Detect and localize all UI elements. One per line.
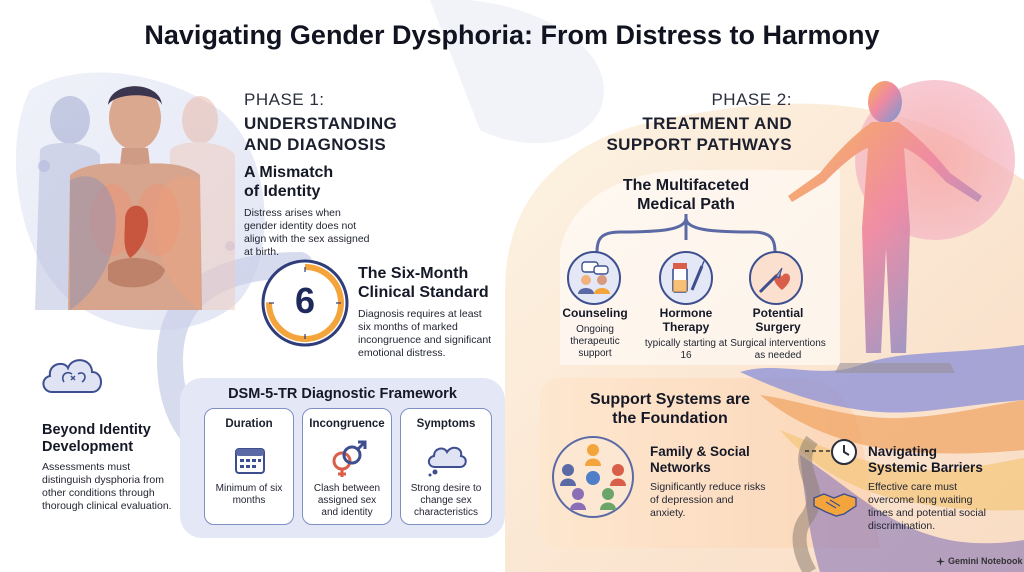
medical-item-hormone: Hormone Therapy typically starting at 16: [640, 306, 732, 362]
medical-item-surgery: Potential Surgery Surgical interventions…: [728, 306, 828, 362]
six-month-number: 6: [294, 280, 316, 321]
six-month-clock-icon: [261, 259, 349, 347]
six-month-title-line1: The Six-Month: [358, 265, 469, 282]
mismatch-title-line1: A Mismatch: [244, 164, 334, 181]
medical-item-title-line1: Potential: [752, 306, 804, 320]
phase1-title-line2: AND DIAGNOSIS: [244, 135, 387, 154]
beyond-text: Assessments must distinguish dysphoria f…: [42, 461, 172, 512]
beyond-section: Beyond Identity Development Assessments …: [42, 422, 182, 513]
framework-card-text: Strong desire to change sex characterist…: [410, 483, 482, 518]
family-title-line1: Family & Social: [650, 444, 750, 459]
phase2-title-line1: TREATMENT AND: [642, 114, 792, 133]
family-title-line2: Networks: [650, 460, 711, 475]
medical-item-counseling: Counseling Ongoing therapeutic support: [554, 306, 636, 360]
phase2-label: PHASE 2:: [711, 90, 792, 109]
phase1-title-line1: UNDERSTANDING: [244, 114, 398, 133]
handshake-icon: [813, 493, 857, 517]
barriers-title-line2: Systemic Barriers: [868, 460, 983, 475]
medical-item-text: Ongoing therapeutic support: [570, 324, 620, 359]
barriers-title-line1: Navigating: [868, 444, 938, 459]
hormone-vial-icon: [659, 251, 713, 305]
medical-item-title-line2: Surgery: [755, 320, 801, 334]
framework-card-title: Incongruence: [309, 418, 385, 430]
family-network-icon: [552, 436, 634, 518]
framework-card-text: Clash between assigned sex and identity: [313, 483, 381, 518]
mismatch-section: A Mismatch of Identity Distress arises w…: [244, 163, 374, 259]
clock-icon: [831, 439, 857, 465]
barriers-section: Navigating Systemic Barriers Effective c…: [868, 444, 998, 533]
framework-card-text: Minimum of six months: [215, 483, 283, 506]
support-title-line1: Support Systems are: [589, 391, 751, 408]
six-month-text: Diagnosis requires at least six months o…: [358, 308, 492, 359]
footer-brand: Gemini Notebook: [936, 556, 1023, 566]
medical-title-line2: Medical Path: [637, 196, 735, 213]
footer-text: Gemini Notebook: [948, 556, 1023, 566]
calendar-icon: [235, 448, 265, 474]
beyond-title-line2: Development: [42, 439, 134, 455]
brain-cloud-icon: [42, 359, 102, 393]
scalpel-heart-icon: [749, 251, 803, 305]
support-title-line2: the Foundation: [612, 410, 728, 427]
phase2-title-line2: SUPPORT PATHWAYS: [606, 135, 792, 154]
six-month-title-line2: Clinical Standard: [358, 284, 489, 301]
medical-path-title: The Multifaceted Medical Path: [596, 176, 776, 214]
beyond-title-line1: Beyond Identity: [42, 422, 151, 438]
medical-title-line1: The Multifaceted: [622, 177, 750, 194]
family-section: Family & Social Networks Significantly r…: [650, 444, 780, 520]
sparkle-icon: [936, 556, 945, 566]
barriers-text: Effective care must overcome long waitin…: [868, 481, 986, 532]
framework-card-duration: Duration Minimum of six months: [204, 408, 294, 525]
phase1-header: PHASE 1: UNDERSTANDING AND DIAGNOSIS: [244, 90, 397, 155]
page-title: Navigating Gender Dysphoria: From Distre…: [144, 20, 880, 50]
phase1-label: PHASE 1:: [244, 90, 325, 109]
hopeful-figure-illustration: [788, 81, 982, 373]
thought-cloud-icon: [427, 446, 467, 477]
phase2-header: PHASE 2: TREATMENT AND SUPPORT PATHWAYS: [560, 90, 792, 155]
framework-card-title: Symptoms: [416, 418, 476, 430]
human-anatomy-illustration: [35, 86, 235, 310]
six-month-section: The Six-Month Clinical Standard Diagnosi…: [358, 264, 498, 360]
gender-symbols-icon: [332, 440, 367, 477]
mismatch-title-line2: of Identity: [244, 183, 321, 200]
medical-item-title-line2: Therapy: [662, 320, 710, 334]
medical-item-title: Counseling: [562, 306, 628, 320]
family-text: Significantly reduce risks of depression…: [650, 481, 766, 519]
medical-item-text: typically starting at 16: [644, 338, 728, 361]
dsm-framework-title: DSM-5-TR Diagnostic Framework: [228, 386, 457, 402]
medical-item-text: Surgical interventions as needed: [730, 338, 826, 361]
framework-card-incongruence: Incongruence Clash between assigned sex …: [302, 408, 392, 525]
medical-item-title-line1: Hormone: [659, 306, 713, 320]
support-title: Support Systems are the Foundation: [560, 390, 780, 428]
framework-card-title: Duration: [225, 418, 273, 430]
mismatch-text: Distress arises when gender identity doe…: [244, 207, 370, 258]
counseling-icon: [567, 251, 621, 305]
framework-card-symptoms: Symptoms Strong desire to change sex cha…: [400, 408, 492, 525]
